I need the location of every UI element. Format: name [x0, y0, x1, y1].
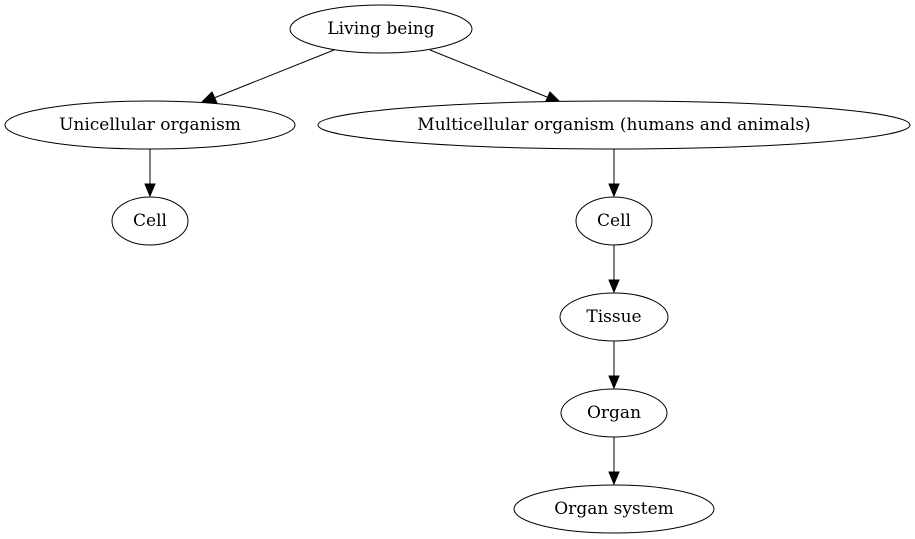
edge-organ-to-organ-system — [608, 436, 620, 486]
edge-living-being-to-multicellular — [429, 49, 562, 104]
edge-living-being-to-unicellular — [199, 49, 335, 104]
node-label: Organ — [587, 403, 641, 423]
edge-unicellular-to-cell — [144, 148, 156, 198]
node-label: Cell — [597, 211, 631, 231]
node-organ: Organ — [560, 388, 668, 438]
edges — [144, 49, 620, 486]
edge-multicellular-to-cell — [608, 148, 620, 198]
node-label: Multicellular organism (humans and anima… — [417, 115, 810, 135]
node-multicellular-organism: Multicellular organism (humans and anima… — [317, 100, 911, 150]
node-unicellular-organism: Unicellular organism — [4, 100, 296, 150]
node-label: Tissue — [586, 307, 641, 327]
node-label: Unicellular organism — [59, 115, 241, 135]
node-label: Organ system — [554, 499, 674, 519]
node-cell-unicellular: Cell — [111, 196, 189, 246]
node-label: Cell — [133, 211, 167, 231]
node-living-being: Living being — [289, 4, 473, 54]
node-tissue: Tissue — [559, 292, 669, 342]
node-cell-multicellular: Cell — [575, 196, 653, 246]
edge-cell-to-tissue — [608, 244, 620, 294]
node-label: Living being — [327, 19, 434, 39]
node-organ-system: Organ system — [513, 484, 715, 534]
edge-tissue-to-organ — [608, 340, 620, 390]
